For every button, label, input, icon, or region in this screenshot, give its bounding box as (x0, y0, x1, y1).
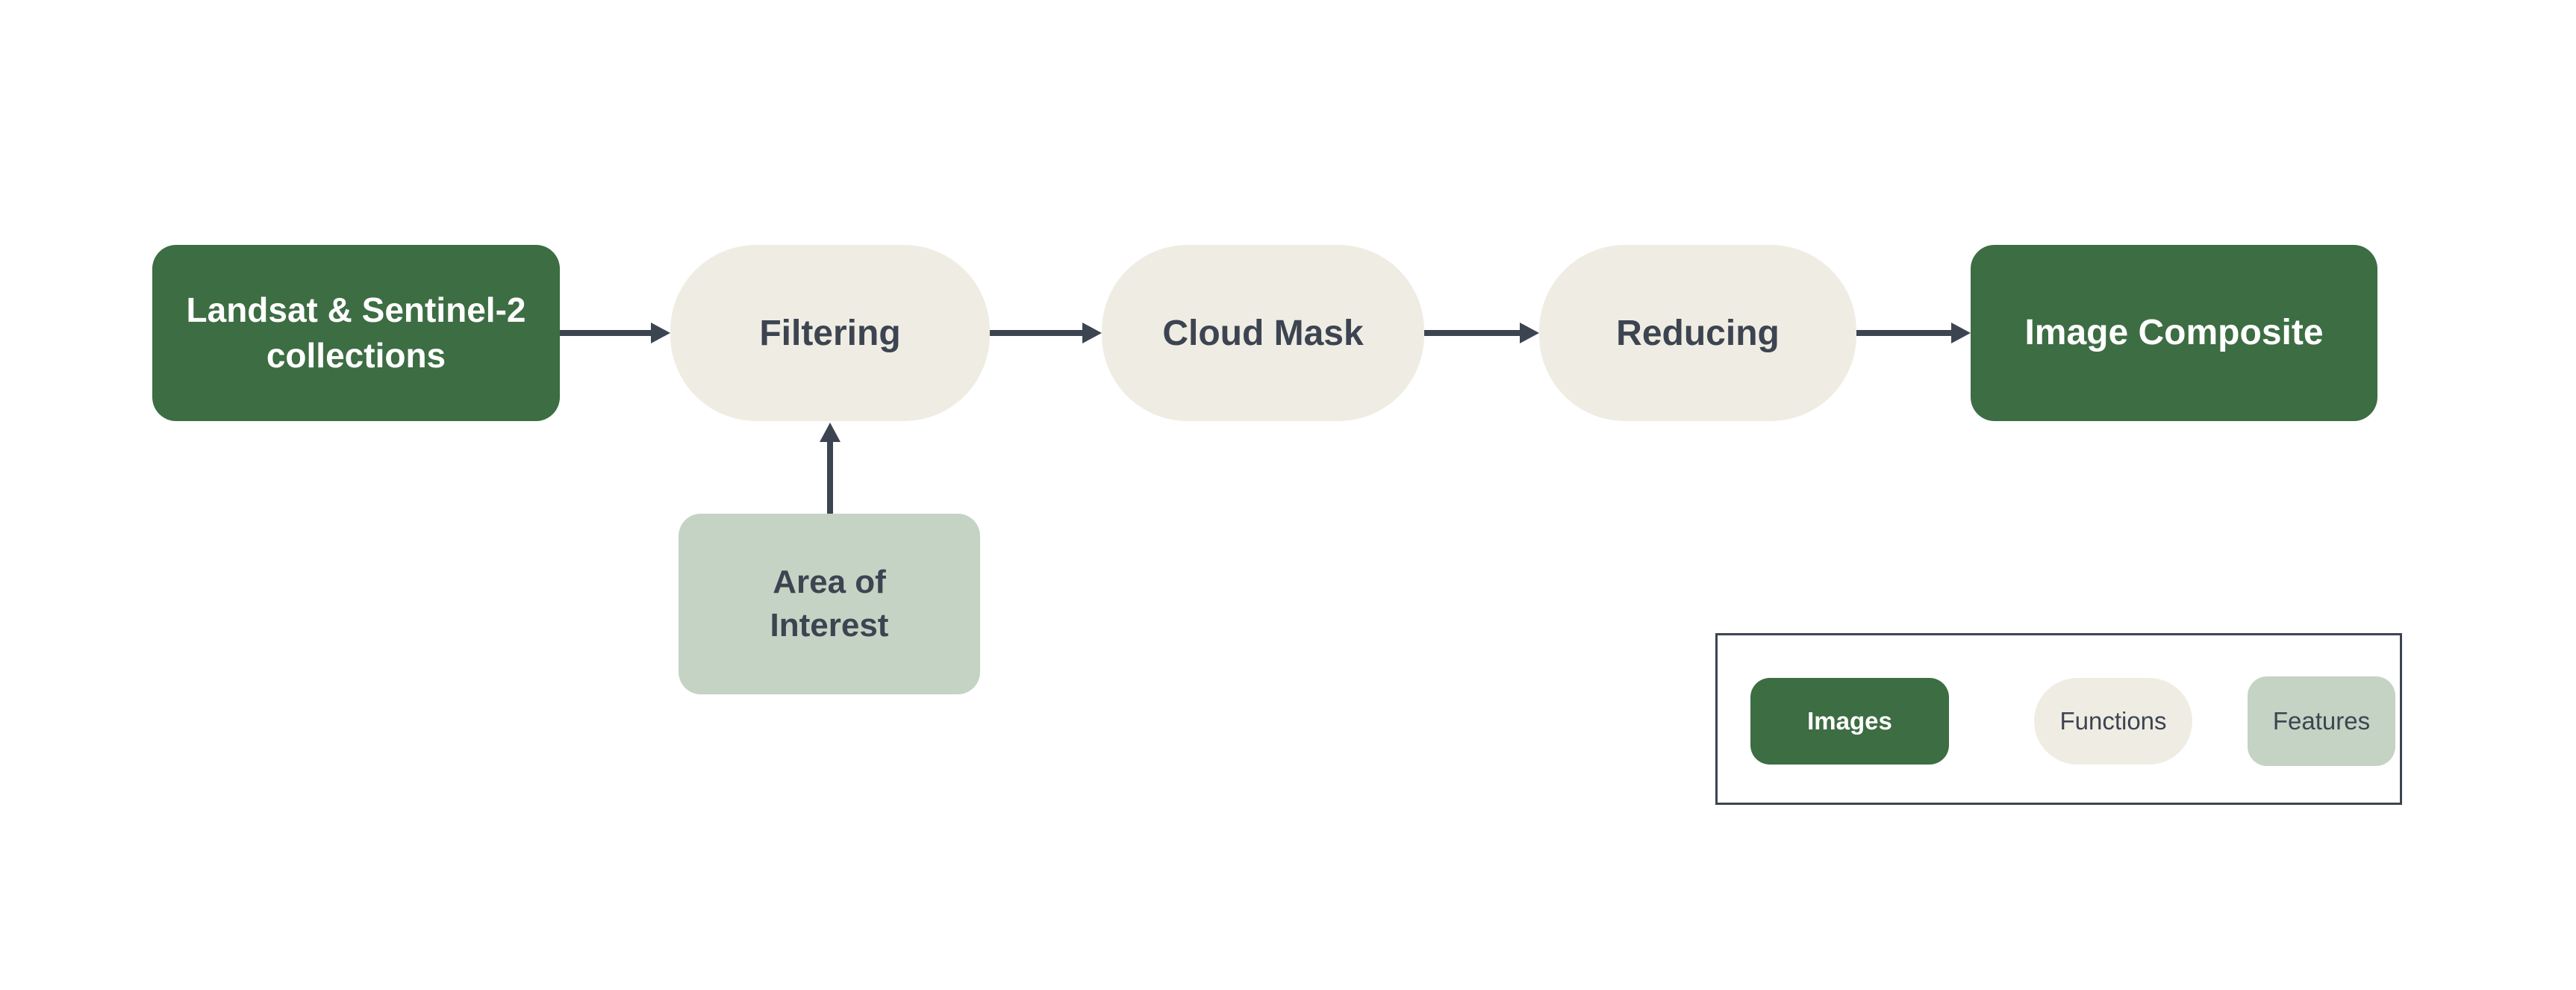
legend-label: Functions (2059, 707, 2167, 735)
node-landsat-sentinel-collections: Landsat & Sentinel-2 collections (152, 245, 560, 421)
node-label: Cloud Mask (1162, 313, 1364, 353)
node-label: Area of Interest (770, 563, 889, 644)
legend-item-functions: Functions (2034, 678, 2192, 765)
arrowhead-up-icon (820, 423, 841, 442)
node-label: Reducing (1616, 313, 1780, 353)
arrow-shaft (560, 330, 652, 336)
node-reducing: Reducing (1539, 245, 1856, 421)
arrow-reducing-to-composite (1856, 320, 1971, 346)
node-image-composite: Image Composite (1971, 245, 2377, 421)
arrowhead-right-icon (651, 323, 670, 343)
arrow-shaft (1424, 330, 1521, 336)
arrowhead-right-icon (1082, 323, 1102, 343)
node-filtering: Filtering (670, 245, 990, 421)
arrow-shaft (827, 440, 833, 514)
arrow-aoi-to-filtering (818, 423, 842, 514)
node-label: Image Composite (2024, 313, 2324, 353)
node-label: Filtering (759, 313, 901, 353)
legend: Images Functions Features (1715, 633, 2402, 805)
legend-label: Images (1807, 707, 1892, 735)
arrow-shaft (990, 330, 1084, 336)
arrow-filtering-to-cloudmask (990, 320, 1102, 346)
legend-item-images: Images (1750, 678, 1949, 765)
node-area-of-interest: Area of Interest (679, 514, 980, 694)
arrowhead-right-icon (1520, 323, 1539, 343)
arrowhead-right-icon (1951, 323, 1971, 343)
node-label: Landsat & Sentinel-2 collections (186, 290, 526, 375)
arrow-cloudmask-to-reducing (1424, 320, 1539, 346)
legend-label: Features (2272, 707, 2371, 735)
arrow-collections-to-filtering (560, 320, 670, 346)
node-cloud-mask: Cloud Mask (1102, 245, 1424, 421)
arrow-shaft (1856, 330, 1953, 336)
legend-item-features: Features (2248, 676, 2395, 766)
